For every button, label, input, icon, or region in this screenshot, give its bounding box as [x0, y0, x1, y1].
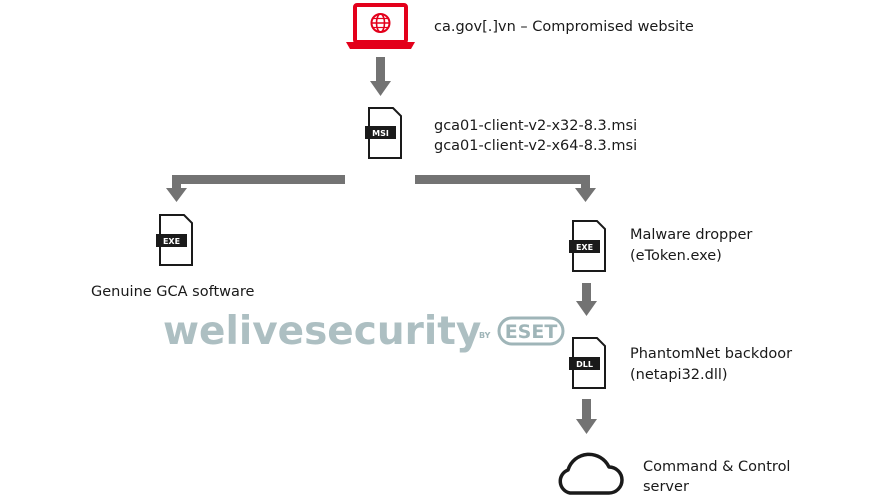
arrow-dropper-to-backdoor [576, 283, 597, 316]
exe-file-icon: EXE [156, 214, 193, 266]
c2-label: Command & Control [643, 459, 791, 475]
msi-file-icon: MSI [365, 107, 402, 159]
c2-label-server: server [643, 479, 689, 495]
dropper-file-icon: EXE [569, 220, 606, 272]
dll-file-icon: DLL [569, 337, 606, 389]
website-label: ca.gov[.]vn – Compromised website [434, 19, 694, 35]
msi-filename-x64: gca01-client-v2-x64-8.3.msi [434, 138, 638, 154]
genuine-badge: EXE [163, 237, 180, 246]
backdoor-filename: (netapi32.dll) [630, 367, 728, 383]
arrow-backdoor-to-c2 [576, 399, 597, 434]
backdoor-label: PhantomNet backdoor [630, 346, 793, 362]
genuine-label: Genuine GCA software [91, 284, 255, 300]
welivesecurity-watermark: welivesecurity BY ESET [163, 309, 565, 354]
watermark-brand: welivesecurity [163, 309, 481, 354]
dropper-label: Malware dropper [630, 227, 753, 243]
arrow-msi-to-dropper [415, 175, 596, 202]
watermark-by: BY [479, 331, 491, 340]
backdoor-badge: DLL [576, 360, 593, 369]
msi-filename-x32: gca01-client-v2-x32-8.3.msi [434, 118, 638, 134]
arrow-msi-to-genuine [166, 175, 345, 202]
laptop-icon [346, 3, 415, 49]
msi-badge: MSI [372, 129, 389, 138]
cloud-icon [558, 452, 624, 495]
arrow-website-to-msi [370, 57, 391, 96]
dropper-badge: EXE [576, 243, 593, 252]
watermark-vendor: ESET [505, 321, 558, 343]
dropper-filename: (eToken.exe) [630, 248, 722, 264]
